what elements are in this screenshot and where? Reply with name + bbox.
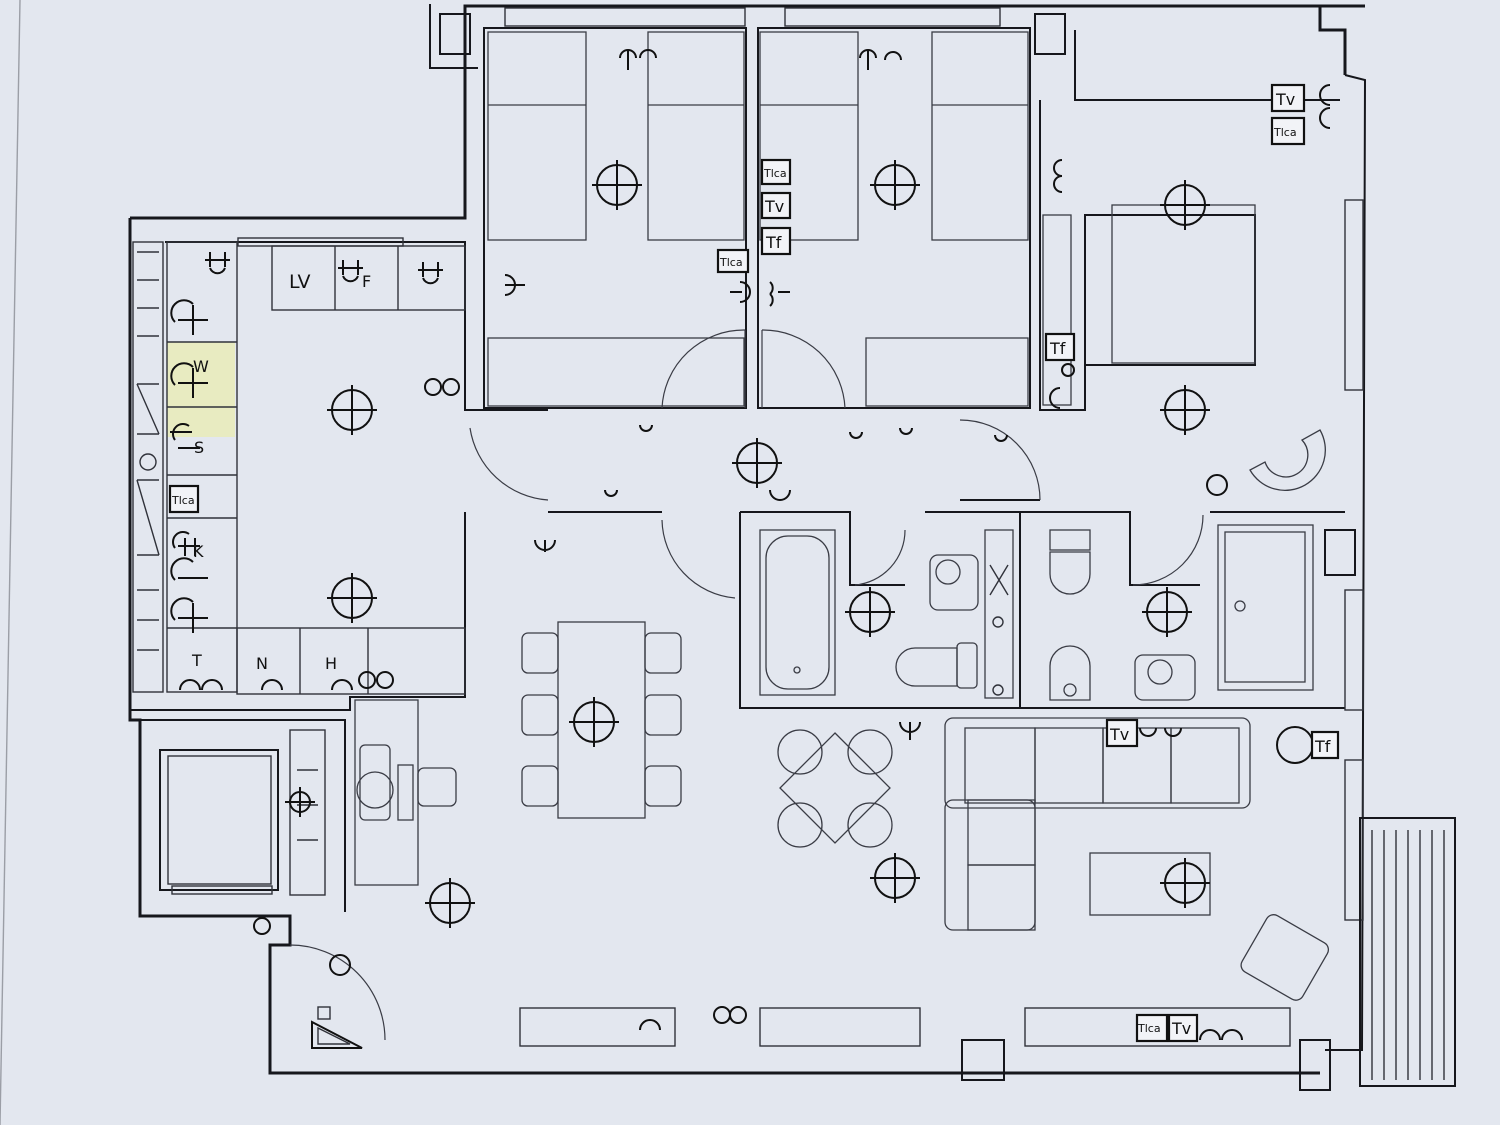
label-w: W (193, 357, 209, 376)
outlet-icon (253, 917, 351, 976)
armchair (1240, 914, 1330, 1001)
label-tlca-living: Tlca (1137, 1022, 1161, 1035)
windows (237, 7, 1364, 1047)
outlet-icon (170, 597, 208, 633)
label-tv-bedroom3: Tv (1275, 90, 1295, 109)
label-tf-bedroom2: Tf (765, 233, 782, 252)
kitchen-cabinets (132, 241, 466, 695)
outlet-icon (179, 679, 223, 691)
label-tlca-bedroom1: Tlca (719, 256, 743, 269)
bedroom-1-beds (487, 31, 745, 407)
outlet-icon (769, 489, 791, 501)
label-h: H (325, 654, 337, 673)
desk-area (354, 699, 457, 886)
outlet-icon (604, 424, 1008, 497)
light-icon (592, 160, 642, 210)
tf-socket-living (1310, 730, 1340, 760)
label-tlca-kitchen: Tlca (171, 494, 195, 507)
outlet-icon (261, 679, 283, 691)
tf-socket-bedroom3 (1044, 332, 1076, 362)
light-icon (1142, 587, 1192, 637)
label-tlca-bedroom2: Tlca (763, 167, 787, 180)
outlet-icon (418, 262, 443, 285)
label-tf-living: Tf (1314, 737, 1331, 756)
light-icon (327, 385, 377, 435)
label-n: N (256, 654, 268, 673)
outlet-icon (170, 557, 208, 581)
tlca-socket-kitchen (168, 484, 200, 514)
light-icon (1160, 180, 1210, 230)
label-tv-entry: Tv (1171, 1019, 1191, 1038)
outlet-icon (639, 1006, 747, 1031)
light-icon (569, 697, 619, 747)
label-t: T (191, 651, 202, 670)
bedroom-2-beds (759, 31, 1029, 407)
outlet-icon (769, 281, 790, 307)
tlca-socket-living (1135, 1013, 1169, 1043)
bathroom-fixtures (759, 524, 1314, 701)
outlet-icon (859, 49, 902, 70)
exterior-walls (128, 4, 1367, 1091)
outlet-icon (170, 299, 208, 335)
label-f: F (362, 272, 371, 291)
outlet-icon (730, 281, 751, 303)
tlca-socket-bedroom2 (760, 158, 792, 186)
light-icon (327, 573, 377, 623)
electrical-outlets (170, 49, 1331, 1041)
outlet-icon (170, 362, 208, 398)
telecom-sockets: Tlca Tlca Tv Tf Tv Tlca Tf Tv Tf Tlca Tv (716, 83, 1340, 1043)
outlet-icon (205, 252, 230, 275)
paper-fold (0, 0, 21, 1125)
outlet-icon (899, 721, 921, 740)
outlet-icon (1053, 159, 1063, 193)
outlet-icon (1206, 474, 1228, 496)
tf-socket-bedroom2 (760, 226, 792, 256)
light-icon (285, 787, 315, 817)
light-icon (425, 878, 475, 928)
light-icon (732, 438, 782, 488)
outlet-icon (424, 378, 460, 396)
label-tlca-bedroom3: Tlca (1273, 126, 1297, 139)
label-tv-living: Tv (1109, 725, 1129, 744)
outlet-icon (619, 49, 657, 70)
outlet-icon (504, 274, 525, 296)
label-lv: LV (289, 271, 311, 293)
outlet-icon (1139, 727, 1182, 737)
laundry-room (159, 729, 326, 896)
tv-socket-bedroom2 (760, 191, 792, 220)
outlet-icon (170, 423, 200, 449)
light-icon (1160, 858, 1210, 908)
light-icon (870, 160, 920, 210)
entrance-stair (311, 1006, 363, 1049)
doors (289, 329, 1204, 1041)
outlet-icon (338, 260, 363, 283)
light-icon (1160, 385, 1210, 435)
balcony-grating (1359, 817, 1456, 1087)
tlca-socket-bedroom3 (1270, 116, 1306, 146)
label-tf-bedroom3: Tf (1049, 339, 1066, 358)
dining-table (521, 621, 682, 819)
tv-socket-entry (1167, 1013, 1199, 1043)
light-icon (845, 587, 895, 637)
outlet-icon (172, 531, 200, 556)
label-k: K (193, 542, 204, 561)
sofa (944, 717, 1251, 931)
light-icon (870, 853, 920, 903)
interior-walls (130, 27, 1345, 912)
outlet-icon (1049, 363, 1075, 409)
outlet-icon (331, 671, 394, 691)
outlet-icon (1199, 1029, 1243, 1041)
label-tv-bedroom2: Tv (764, 197, 784, 216)
tlca-socket-bedroom1 (716, 248, 750, 274)
tv-socket-living (1105, 718, 1139, 748)
outlet-icon (1319, 84, 1331, 129)
ceiling-lights (285, 160, 1210, 928)
outlet-icon (534, 539, 556, 552)
tv-socket-bedroom3 (1270, 83, 1306, 113)
round-table (777, 729, 893, 848)
